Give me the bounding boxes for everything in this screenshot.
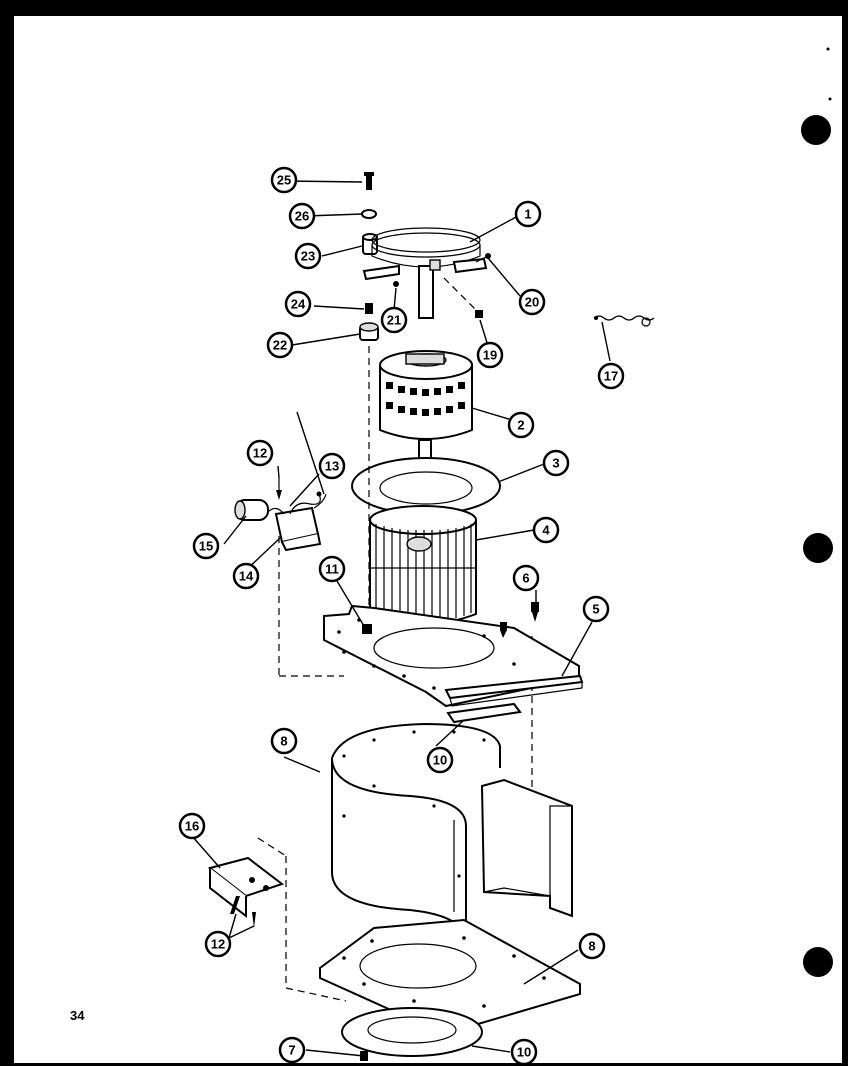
clip-part-11 (362, 624, 372, 634)
callout-part-17: 17 (597, 362, 625, 390)
wire-leads-part-13 (289, 491, 327, 515)
nut-part-19 (443, 277, 483, 318)
callout-label: 15 (199, 539, 213, 554)
screw-part-6 (531, 602, 539, 622)
inlet-ring-part-10 (341, 1007, 483, 1057)
alignment-line (285, 987, 347, 1002)
callout-part-25: 25 (270, 166, 298, 194)
grommet-part-22 (359, 322, 379, 341)
callout-label: 8 (588, 939, 595, 954)
callout-part-16: 16 (178, 812, 206, 840)
page-number: 34 (70, 1008, 85, 1023)
callout-label: 20 (525, 295, 539, 310)
callout-part-3: 3 (542, 449, 570, 477)
callout-part-26: 26 (288, 202, 316, 230)
callout-label: 24 (291, 297, 306, 312)
callout-part-19: 19 (476, 341, 504, 369)
callout-label: 11 (325, 562, 339, 577)
speck (828, 97, 832, 101)
callout-part-21: 21 (380, 306, 408, 334)
callout-label: 25 (277, 173, 291, 188)
motor-band-part-1 (362, 227, 488, 319)
spacer-part-24 (365, 303, 373, 314)
chain-part-17 (593, 315, 655, 327)
housing-side-panel (480, 778, 573, 918)
callout-label: 5 (592, 602, 599, 617)
callout-part-22: 22 (266, 331, 294, 359)
callout-part-10-lower: 10 (510, 1038, 538, 1063)
callout-part-4: 4 (532, 516, 560, 544)
callout-label: 26 (295, 209, 309, 224)
callout-label: 16 (185, 819, 199, 834)
callout-part-20: 20 (518, 288, 546, 316)
blower-wheel-part-4 (369, 505, 477, 625)
callout-part-15: 15 (192, 532, 220, 560)
callout-label: 21 (387, 313, 401, 328)
callout-part-6: 6 (512, 564, 540, 592)
callout-part-7: 7 (278, 1036, 306, 1063)
callout-label: 10 (433, 753, 447, 768)
callout-label: 7 (288, 1043, 295, 1058)
callout-part-8-housing: 8 (270, 727, 298, 755)
rail-part-10-upper (446, 702, 522, 724)
mounting-rail-part-5 (444, 674, 584, 707)
callout-label: 8 (280, 734, 287, 749)
junction-box-part-14 (267, 506, 322, 552)
callout-part-2: 2 (507, 411, 535, 439)
callout-label: 14 (239, 569, 254, 584)
callout-label: 12 (253, 446, 267, 461)
callout-part-12-upper: 12 (246, 439, 274, 467)
screw-part-12-upper (276, 478, 282, 500)
callout-label: 4 (542, 523, 550, 538)
callout-part-23: 23 (294, 242, 322, 270)
screws-part-12-lower (230, 896, 256, 928)
callout-label: 17 (604, 369, 618, 384)
callout-label: 12 (211, 937, 225, 952)
binder-hole-bottom (803, 947, 833, 977)
callout-label: 2 (517, 418, 524, 433)
binder-hole-top (801, 115, 831, 145)
callout-part-10-upper: 10 (426, 746, 454, 774)
callout-part-13: 13 (318, 452, 346, 480)
diagram-sheet: 1 2 3 4 5 6 7 8 8 10 10 11 12 12 13 14 1… (14, 16, 842, 1063)
callout-label: 13 (325, 459, 339, 474)
mounting-plate (323, 604, 580, 708)
binder-hole-middle (803, 533, 833, 563)
callout-part-14: 14 (232, 562, 260, 590)
screw-on-plate (500, 622, 507, 638)
bracket-part-16 (207, 837, 287, 919)
callout-label: 19 (483, 348, 497, 363)
callout-label: 6 (522, 571, 529, 586)
callout-part-1: 1 (514, 200, 542, 228)
screw-part-20 (475, 253, 491, 263)
callout-label: 22 (273, 338, 287, 353)
callout-part-12-lower: 12 (204, 930, 232, 958)
speck (826, 47, 830, 51)
blower-housing-scroll (331, 722, 501, 943)
callout-label: 1 (524, 207, 531, 222)
callout-part-24: 24 (284, 290, 312, 318)
callout-part-5: 5 (582, 595, 610, 623)
capacitor-part-15 (234, 499, 269, 521)
callout-label: 3 (552, 456, 559, 471)
screw-part-21 (393, 281, 399, 287)
bolt-part-25 (364, 172, 374, 190)
callout-part-8-base: 8 (578, 932, 606, 960)
callout-label: 23 (301, 249, 315, 264)
blower-motor-part-2 (379, 350, 473, 485)
callout-label: 10 (517, 1045, 531, 1060)
callout-part-11: 11 (318, 555, 346, 583)
base-plate-part-8 (319, 918, 581, 1036)
leader-lines (191, 180, 611, 1057)
washer-part-26 (361, 209, 377, 219)
exploded-view-drawing: 1 2 3 4 5 6 7 8 8 10 10 11 12 12 13 14 1… (178, 47, 833, 1063)
